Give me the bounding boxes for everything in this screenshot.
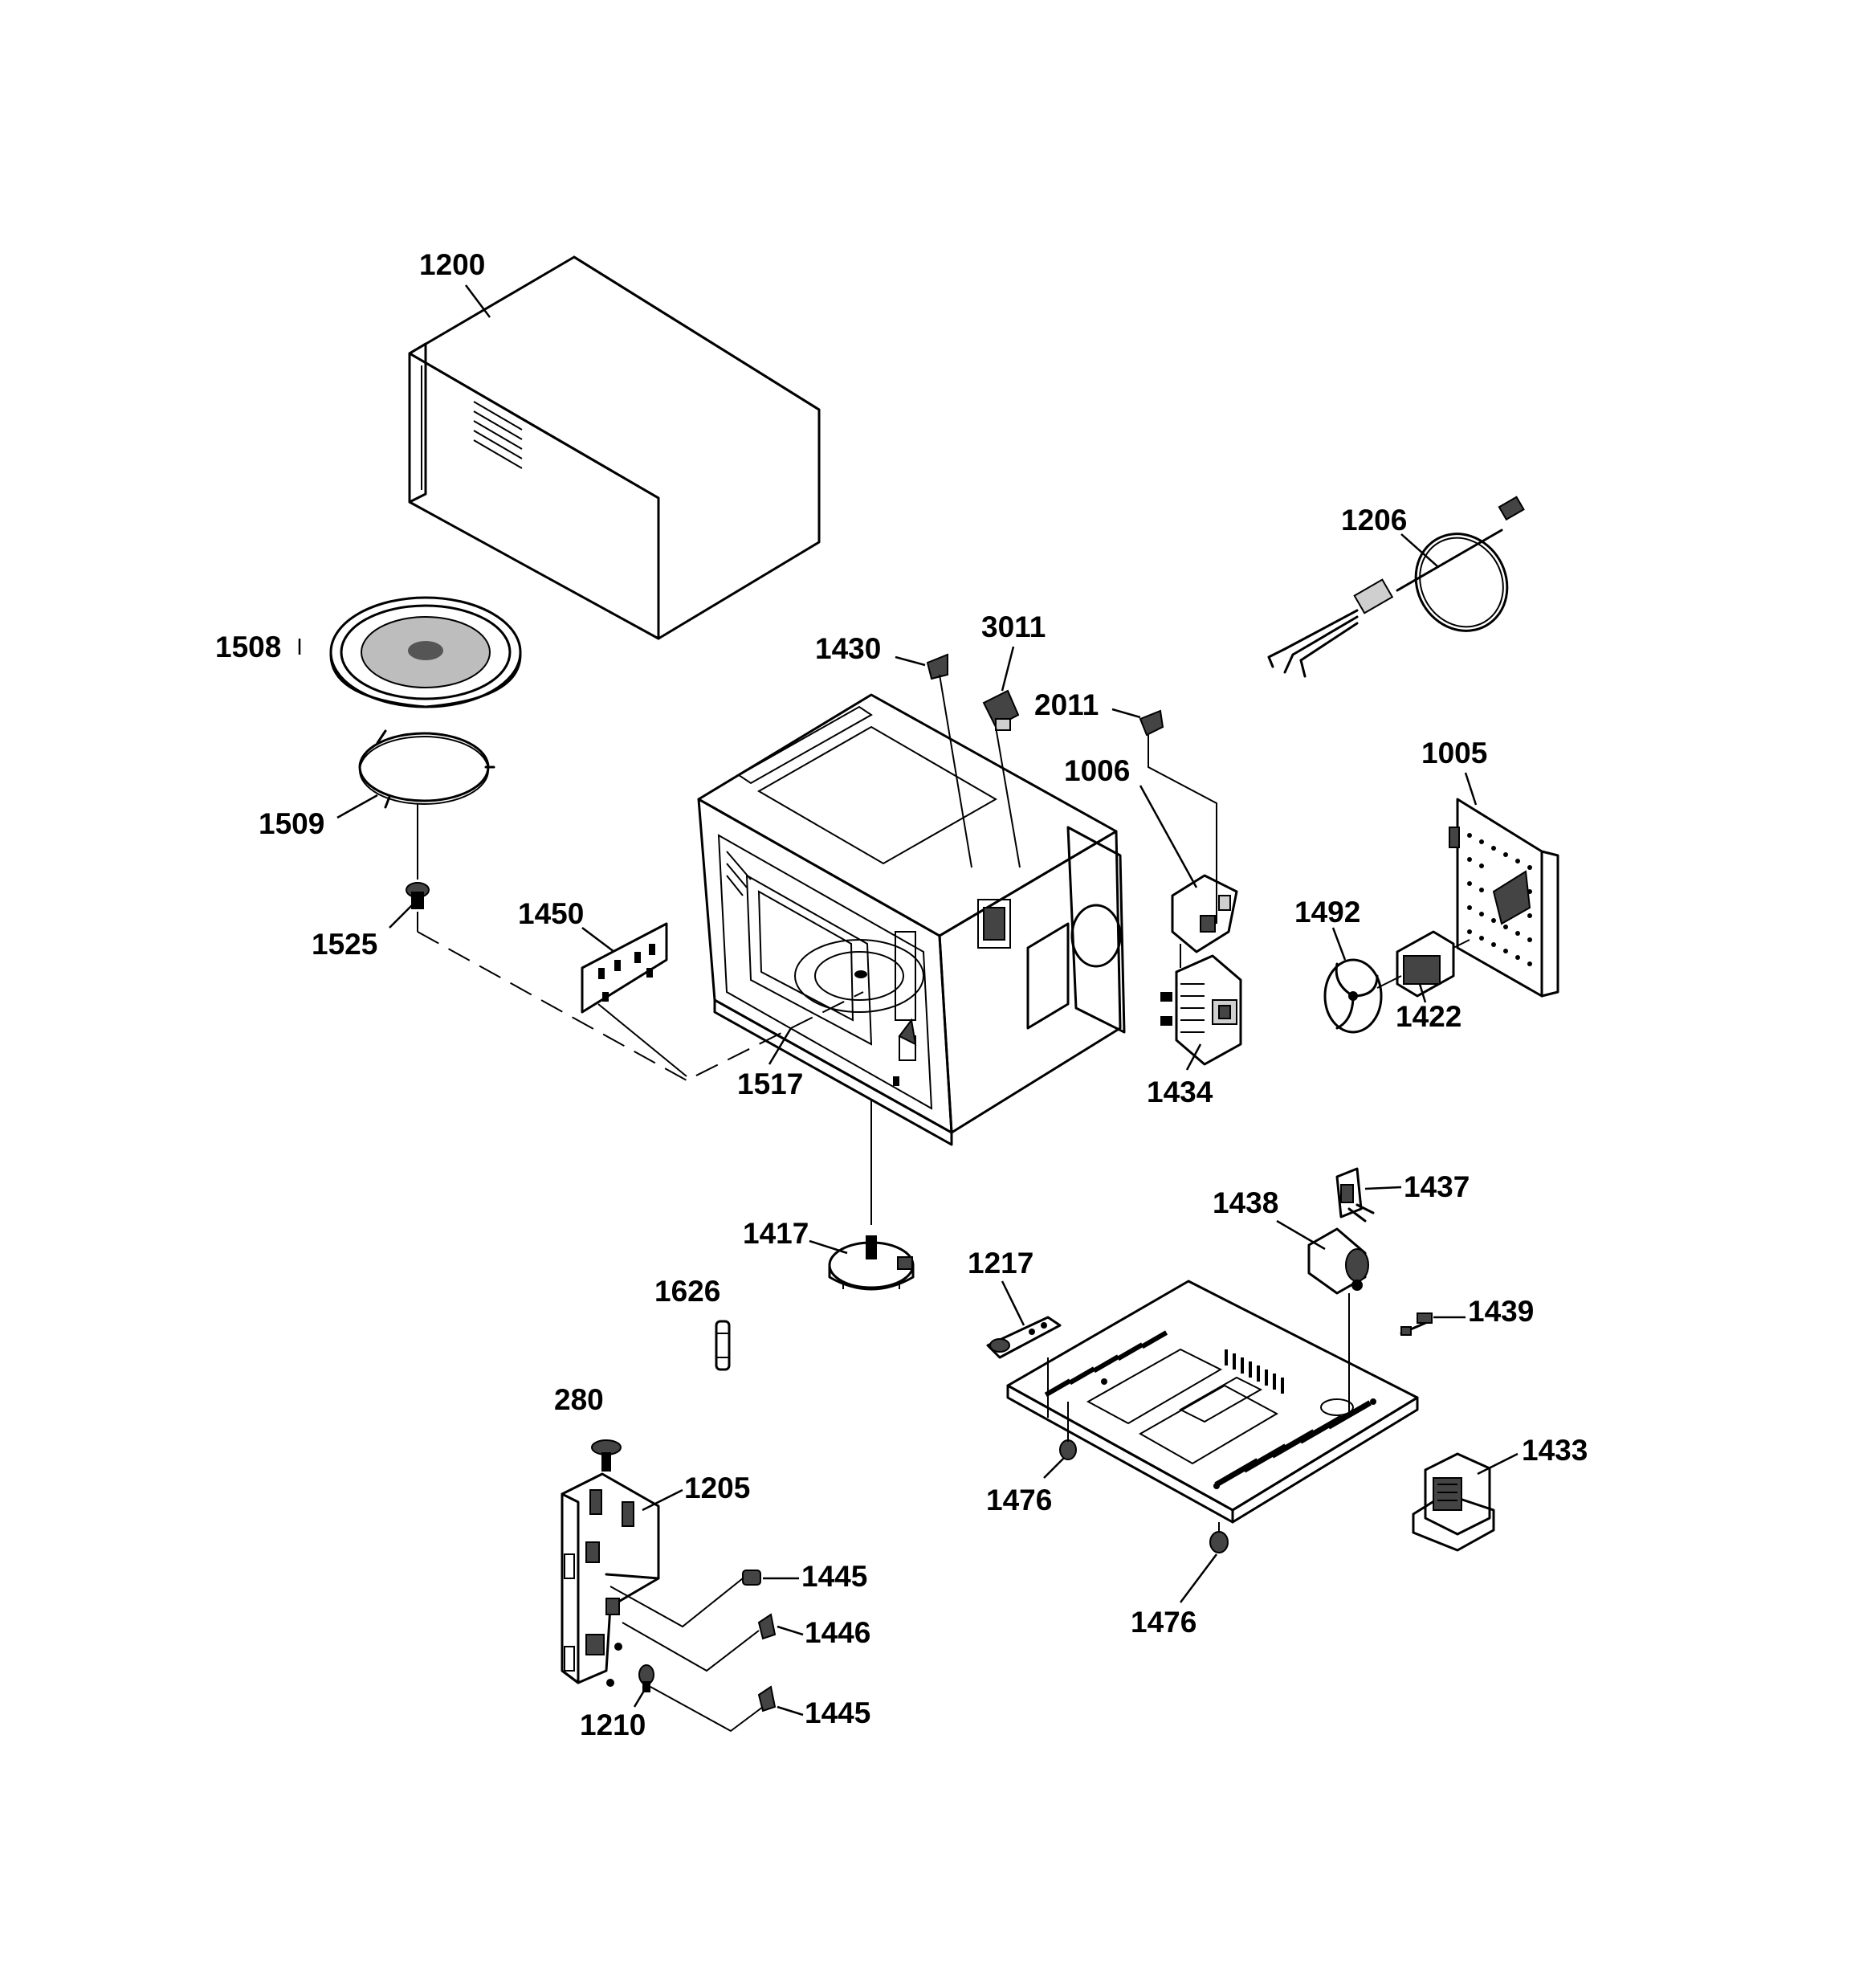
leader-1200 bbox=[465, 284, 491, 318]
leader-1492 bbox=[1331, 927, 1347, 961]
leader-1446 bbox=[777, 1625, 804, 1636]
leader-3011 bbox=[1001, 646, 1015, 692]
leader-1417 bbox=[809, 1239, 848, 1255]
label-1439: 1439 bbox=[1468, 1295, 1534, 1328]
transformer-part bbox=[1412, 1452, 1495, 1552]
leader-1217 bbox=[1001, 1280, 1025, 1326]
label-1517: 1517 bbox=[737, 1067, 803, 1100]
label-1445a: 1445 bbox=[801, 1560, 867, 1593]
leader-1509 bbox=[336, 794, 378, 819]
label-280: 280 bbox=[554, 1383, 604, 1416]
microswitch-1445-top-part bbox=[609, 1570, 761, 1628]
cover-plate-part bbox=[581, 922, 668, 1014]
label-1005: 1005 bbox=[1421, 737, 1487, 769]
switch-2011-part bbox=[1139, 709, 1217, 924]
leader-1476b bbox=[1180, 1553, 1217, 1603]
leader-1437 bbox=[1364, 1186, 1402, 1190]
foot-1476-right-part bbox=[1209, 1522, 1229, 1553]
label-1446: 1446 bbox=[805, 1616, 870, 1649]
label-3011: 3011 bbox=[981, 610, 1046, 643]
leader-1445b bbox=[777, 1705, 804, 1717]
label-1434: 1434 bbox=[1147, 1076, 1213, 1108]
leader-1450 bbox=[581, 927, 615, 953]
fuse-part bbox=[715, 1320, 731, 1371]
leader-1210 bbox=[633, 1686, 648, 1708]
switch-3011-part bbox=[982, 689, 1021, 868]
glass-turntable-tray-part bbox=[329, 596, 522, 708]
power-cord-part bbox=[1267, 496, 1525, 678]
label-1509: 1509 bbox=[259, 807, 324, 840]
dashed-line-1525 bbox=[417, 931, 864, 1082]
label-2011: 2011 bbox=[1034, 688, 1099, 721]
latch-assembly-part bbox=[561, 1472, 660, 1687]
label-1417: 1417 bbox=[743, 1217, 809, 1250]
base-plate-part bbox=[1006, 1280, 1419, 1524]
label-1450: 1450 bbox=[518, 897, 584, 930]
label-1626: 1626 bbox=[654, 1275, 720, 1308]
capacitor-bracket-part bbox=[1335, 1167, 1375, 1223]
coupler-part bbox=[406, 803, 430, 932]
label-1492: 1492 bbox=[1294, 896, 1360, 929]
leader-1430 bbox=[895, 655, 926, 667]
label-1508: 1508 bbox=[215, 631, 281, 663]
label-1445b: 1445 bbox=[805, 1696, 870, 1729]
roller-ring-part bbox=[358, 729, 495, 809]
label-1210: 1210 bbox=[580, 1708, 646, 1741]
screw-280-part bbox=[591, 1439, 622, 1472]
fan-housing-part bbox=[1449, 798, 1559, 998]
label-1217: 1217 bbox=[968, 1247, 1033, 1280]
leader-line-1450 bbox=[597, 1003, 687, 1077]
diode-part bbox=[1400, 1312, 1433, 1336]
magnetron-part bbox=[1160, 954, 1242, 1066]
label-1422: 1422 bbox=[1396, 1000, 1461, 1033]
leader-2011 bbox=[1111, 708, 1141, 719]
leader-1517 bbox=[768, 1027, 793, 1065]
switch-bracket-part bbox=[1171, 874, 1238, 968]
label-1437: 1437 bbox=[1404, 1170, 1470, 1203]
leader-1438 bbox=[1276, 1219, 1326, 1251]
oven-cavity-chassis-part bbox=[697, 693, 1126, 1146]
label-1206: 1206 bbox=[1341, 504, 1407, 537]
foot-1476-left-part bbox=[1059, 1402, 1077, 1460]
fan-blade-part bbox=[1323, 958, 1402, 1034]
fan-motor-part bbox=[1396, 930, 1470, 998]
microswitch-1446-part bbox=[622, 1613, 777, 1672]
label-1525: 1525 bbox=[312, 928, 377, 961]
label-1205: 1205 bbox=[684, 1472, 750, 1504]
outer-cabinet-part bbox=[408, 255, 821, 640]
label-1430: 1430 bbox=[815, 632, 881, 665]
label-1006: 1006 bbox=[1064, 754, 1130, 787]
capacitor-part bbox=[1307, 1227, 1369, 1414]
hinge-bracket-part bbox=[986, 1316, 1062, 1418]
microswitch-1445-bottom-part bbox=[650, 1685, 777, 1733]
leader-1434 bbox=[1185, 1043, 1202, 1071]
leader-1525 bbox=[389, 903, 414, 929]
label-1476b: 1476 bbox=[1131, 1606, 1196, 1639]
leader-1005 bbox=[1464, 772, 1478, 806]
leader-1206 bbox=[1400, 533, 1438, 567]
switch-1430-part bbox=[926, 653, 972, 868]
leader-1476a bbox=[1043, 1457, 1065, 1479]
leader-1006 bbox=[1139, 785, 1198, 888]
turntable-motor-part bbox=[828, 1100, 915, 1291]
label-1433: 1433 bbox=[1522, 1434, 1588, 1467]
leader-1422 bbox=[1418, 983, 1427, 1003]
leader-1433 bbox=[1477, 1452, 1519, 1476]
label-1200: 1200 bbox=[419, 248, 485, 281]
label-1438: 1438 bbox=[1213, 1186, 1278, 1219]
label-1476a: 1476 bbox=[986, 1484, 1052, 1517]
leader-1205 bbox=[642, 1488, 683, 1512]
